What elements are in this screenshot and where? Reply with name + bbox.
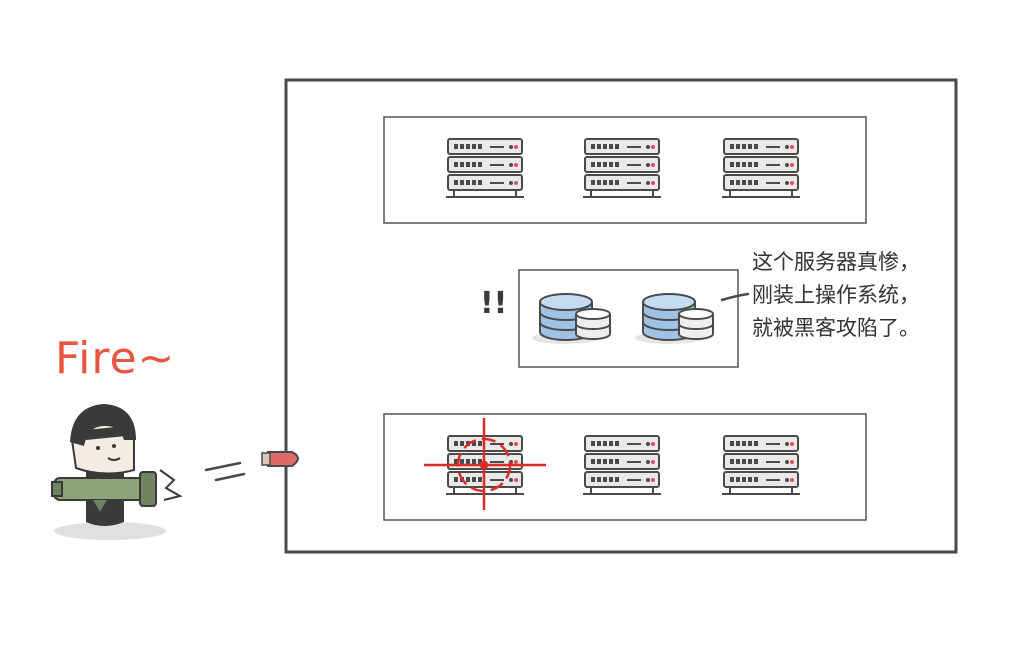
server-rack-icon	[721, 138, 801, 198]
callout-line: 刚装上操作系统，	[752, 283, 920, 307]
rocket-icon	[261, 451, 299, 467]
server-rack-icon	[721, 435, 801, 495]
server-rack-icon	[582, 435, 662, 495]
rocket-launcher-icon	[51, 469, 183, 517]
motion-lines	[204, 461, 246, 482]
callout-connector	[720, 292, 750, 302]
callout-line: 就被黑客攻陷了。	[752, 316, 920, 340]
callout-text: 这个服务器真惨， 刚装上操作系统， 就被黑客攻陷了。	[752, 246, 920, 345]
callout-line: 这个服务器真惨，	[752, 250, 920, 274]
crosshair-icon	[424, 418, 546, 510]
fire-label: Fire~	[55, 333, 176, 384]
server-rack-icon	[445, 138, 525, 198]
server-rack-icon	[582, 138, 662, 198]
exclamation-mark: !!	[480, 286, 508, 321]
